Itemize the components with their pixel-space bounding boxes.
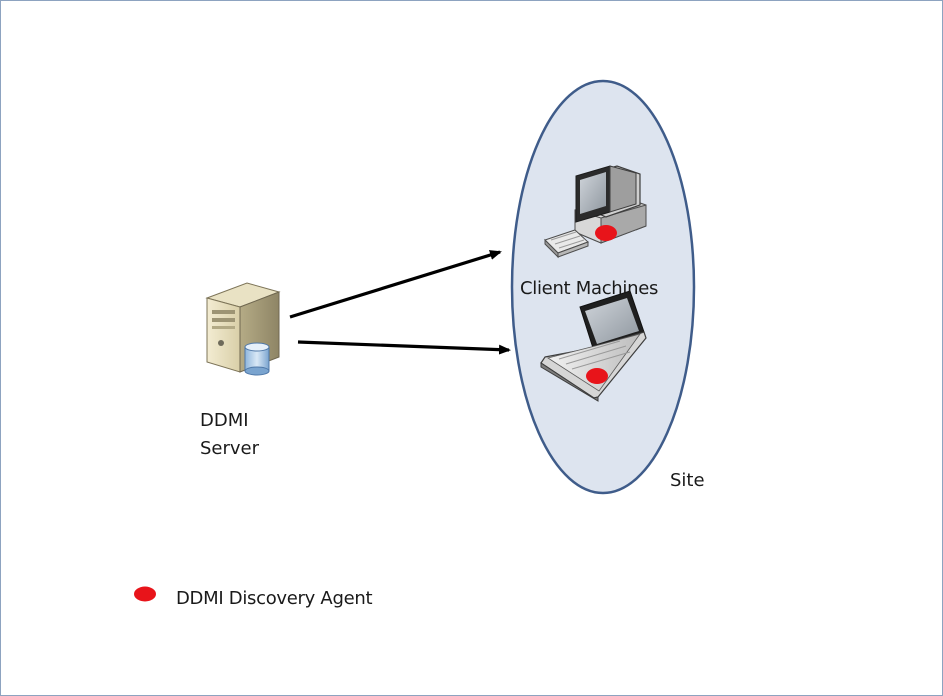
server-label: DDMI Server <box>200 407 259 463</box>
legend-agent-marker <box>134 586 156 602</box>
site-label: Site <box>670 470 705 491</box>
agent-marker-desktop <box>595 225 617 241</box>
laptop-icon <box>540 290 647 402</box>
client-machines-label: Client Machines <box>520 278 659 299</box>
server-label-line2: Server <box>200 438 260 459</box>
legend-agent-label: DDMI Discovery Agent <box>176 588 373 609</box>
desktop-computer-icon <box>544 165 647 259</box>
arrow-to-desktop <box>289 250 502 319</box>
arrow-to-laptop <box>297 340 511 355</box>
agent-marker-laptop <box>586 368 608 384</box>
server-with-database-icon <box>205 282 281 376</box>
site-boundary <box>510 79 696 495</box>
server-label-line1: DDMI <box>200 410 249 431</box>
